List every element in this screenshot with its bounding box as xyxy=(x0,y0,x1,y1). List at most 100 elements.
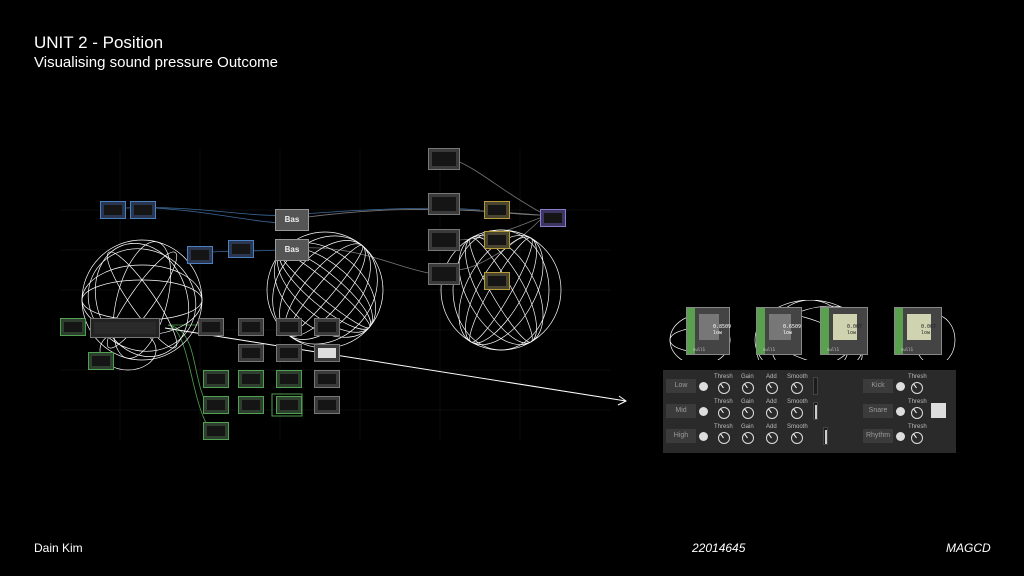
add-knob[interactable] xyxy=(766,432,778,444)
param-label: Gain xyxy=(741,424,754,430)
snare-indicator xyxy=(931,403,946,418)
node-op[interactable] xyxy=(314,396,340,414)
band-button-mid[interactable]: Mid xyxy=(666,404,696,418)
add-knob[interactable] xyxy=(766,382,778,394)
node-op[interactable] xyxy=(198,318,224,336)
node-op[interactable] xyxy=(90,318,160,338)
smooth-knob[interactable] xyxy=(791,382,803,394)
inspector-node[interactable]: 0.067 low null1 xyxy=(894,307,942,355)
trigger-toggle[interactable] xyxy=(896,407,905,416)
thresh-knob[interactable] xyxy=(911,432,923,444)
node-op[interactable] xyxy=(238,396,264,414)
thresh-knob[interactable] xyxy=(718,432,730,444)
inspector-node-value: 0.067 low xyxy=(833,314,862,340)
trigger-toggle[interactable] xyxy=(896,382,905,391)
node-op[interactable] xyxy=(238,344,264,362)
node-op[interactable] xyxy=(314,370,340,388)
node-op[interactable] xyxy=(100,201,126,219)
param-label: Thresh xyxy=(908,424,927,430)
inspector-node-name: null1 xyxy=(901,347,914,352)
node-op[interactable] xyxy=(88,352,114,370)
node-op[interactable] xyxy=(540,209,566,227)
node-op[interactable] xyxy=(130,201,156,219)
node-op[interactable] xyxy=(228,240,254,258)
node-op[interactable] xyxy=(60,318,86,336)
node-op[interactable] xyxy=(484,201,510,219)
node-op[interactable] xyxy=(276,318,302,336)
inspector-node-name: null1 xyxy=(827,347,840,352)
analysis-panel: Low Thresh Gain Add Smooth Mid Thresh Ga… xyxy=(663,370,956,453)
inspector-node-value: 0.8509 low xyxy=(699,314,731,340)
inspector-node[interactable]: 0.8509 low null1 xyxy=(686,307,731,355)
node-op[interactable] xyxy=(428,193,460,215)
node-op[interactable] xyxy=(428,148,460,170)
footer-course: MAGCD xyxy=(946,541,991,555)
trigger-button-rhythm[interactable]: Rhythm xyxy=(863,429,893,443)
param-label: Thresh xyxy=(908,374,927,380)
smooth-knob[interactable] xyxy=(791,407,803,419)
inspector-node-value: 0.067 low xyxy=(907,314,936,340)
trigger-toggle[interactable] xyxy=(896,432,905,441)
node-op[interactable] xyxy=(314,318,340,336)
bas-box-1[interactable]: Bas xyxy=(275,209,309,231)
trigger-button-kick[interactable]: Kick xyxy=(863,379,893,393)
wire-sphere-1 xyxy=(81,239,203,371)
node-op[interactable] xyxy=(484,231,510,249)
node-op[interactable] xyxy=(484,272,510,290)
param-label: Add xyxy=(766,374,777,380)
band-toggle[interactable] xyxy=(699,407,708,416)
thresh-knob[interactable] xyxy=(718,382,730,394)
gain-knob[interactable] xyxy=(742,432,754,444)
node-op[interactable] xyxy=(203,396,229,414)
node-op[interactable] xyxy=(203,370,229,388)
level-meter xyxy=(813,377,818,395)
node-op[interactable] xyxy=(276,396,302,414)
pointer-arrow xyxy=(164,327,627,406)
level-meter xyxy=(813,402,818,420)
add-knob[interactable] xyxy=(766,407,778,419)
node-op[interactable] xyxy=(187,246,213,264)
node-op[interactable] xyxy=(428,263,460,285)
node-op[interactable] xyxy=(238,370,264,388)
thresh-knob[interactable] xyxy=(911,407,923,419)
param-label: Smooth xyxy=(787,374,808,380)
bas-box-2[interactable]: Bas xyxy=(275,239,309,261)
band-button-high[interactable]: High xyxy=(666,429,696,443)
thresh-knob[interactable] xyxy=(718,407,730,419)
param-label: Thresh xyxy=(714,374,733,380)
band-toggle[interactable] xyxy=(699,382,708,391)
slide-title: UNIT 2 - Position xyxy=(34,33,164,52)
band-toggle[interactable] xyxy=(699,432,708,441)
thresh-knob[interactable] xyxy=(911,382,923,394)
param-label: Gain xyxy=(741,374,754,380)
level-meter xyxy=(823,427,828,445)
node-op[interactable] xyxy=(238,318,264,336)
param-label: Add xyxy=(766,424,777,430)
wire-sphere-3 xyxy=(440,229,562,351)
param-label: Thresh xyxy=(908,399,927,405)
footer-name: Dain Kim xyxy=(34,541,83,555)
footer-id: 22014645 xyxy=(692,541,746,555)
node-op[interactable] xyxy=(428,229,460,251)
node-op[interactable] xyxy=(276,344,302,362)
gain-knob[interactable] xyxy=(742,382,754,394)
param-label: Add xyxy=(766,399,777,405)
param-label: Gain xyxy=(741,399,754,405)
network-wires xyxy=(125,159,541,431)
inspector-node-value: 0.6509 low xyxy=(769,314,801,340)
inspector-node[interactable]: 0.067 low null1 xyxy=(820,307,868,355)
trigger-button-snare[interactable]: Snare xyxy=(863,404,893,418)
param-label: Smooth xyxy=(787,424,808,430)
gain-knob[interactable] xyxy=(742,407,754,419)
inspector-node[interactable]: 0.6509 low null1 xyxy=(756,307,802,355)
node-op[interactable] xyxy=(276,370,302,388)
smooth-knob[interactable] xyxy=(791,432,803,444)
band-button-low[interactable]: Low xyxy=(666,379,696,393)
node-op[interactable] xyxy=(314,344,340,362)
param-label: Thresh xyxy=(714,424,733,430)
param-label: Thresh xyxy=(714,399,733,405)
node-op[interactable] xyxy=(203,422,229,440)
slide-subtitle: Visualising sound pressure Outcome xyxy=(34,54,279,71)
selection-outline xyxy=(271,393,303,417)
